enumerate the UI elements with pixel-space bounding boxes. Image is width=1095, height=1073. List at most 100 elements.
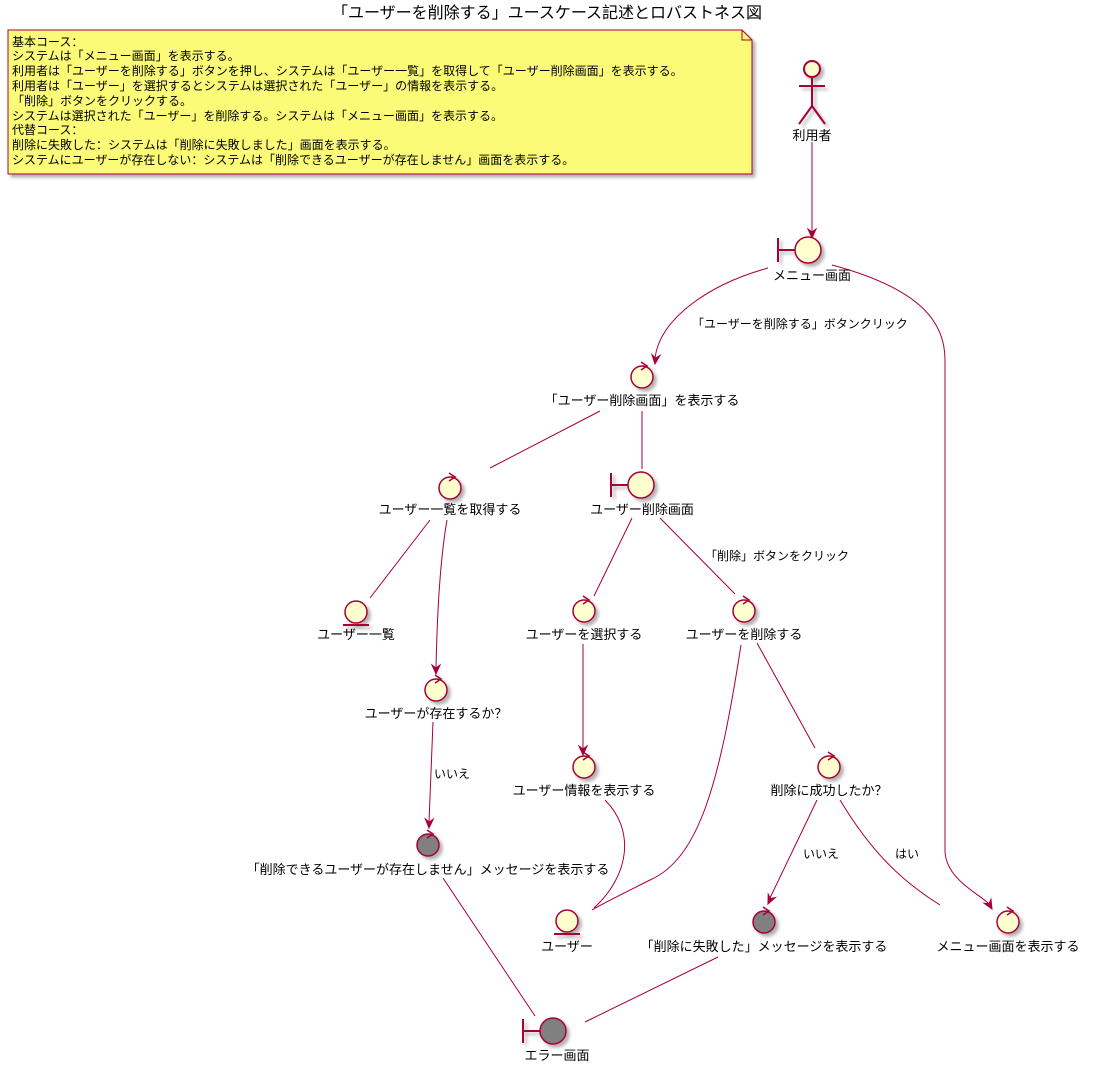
note-line: システムは「メニュー画面」を表示する。 (12, 49, 240, 63)
arrowhead-menu-screen-to-show-delete-screen (650, 352, 662, 366)
note-line: 利用者は「ユーザーを削除する」ボタンを押し、システムは「ユーザー一覧」を取得して… (12, 63, 683, 78)
control-circle (572, 755, 596, 779)
control-circle (817, 755, 841, 779)
msg-delete-failed-label: 「削除に失敗した」メッセージを表示する (641, 940, 888, 955)
entity-circle (555, 909, 579, 933)
user-exists-control (424, 674, 448, 702)
delete-screen-label: ユーザー削除画面 (590, 503, 694, 518)
entity-circle (344, 600, 368, 624)
delete-screen-boundary (610, 471, 655, 499)
boundary-circle (539, 1017, 567, 1045)
control-arrow-icon (742, 595, 751, 605)
control-arrow-icon (827, 751, 836, 761)
nodes: 利用者メニュー画面「ユーザー削除画面」を表示するユーザー一覧を取得するユーザー削… (247, 60, 1080, 1064)
note-line: 基本コース： (12, 35, 83, 49)
edges (369, 142, 993, 1023)
select-user-label: ユーザーを選択する (526, 628, 643, 643)
use-case-note: 基本コース： システムは「メニュー画面」を表示する。 利用者は「ユーザーを削除す… (7, 29, 753, 175)
edge-menu-screen-to-show-menu (831, 264, 991, 906)
boundary-circle (627, 471, 655, 499)
edge-get-user-list-to-user-exists (435, 519, 448, 669)
note-line: 代替コース： (12, 123, 83, 137)
boundary-circle (794, 236, 822, 264)
actor-user-actor (798, 60, 826, 125)
control-arrow-icon (640, 361, 649, 371)
control-circle (438, 476, 462, 500)
control-circle (752, 910, 776, 934)
get-user-list-label: ユーザー一覧を取得する (379, 502, 522, 518)
edge-delete-screen-to-select-user (593, 517, 633, 597)
actor-user-label: 利用者 (792, 129, 831, 144)
menu-screen-boundary (777, 236, 822, 264)
edge-delete-user-to-delete-succeeded (756, 642, 816, 749)
edge-label-user-exists-to-msg-no-user: いいえ (434, 767, 470, 781)
arrowhead-menu-screen-to-show-menu (982, 897, 993, 911)
user-list-label: ユーザー一覧 (317, 627, 395, 643)
note-folded-corner (741, 30, 752, 41)
get-user-list-control (438, 472, 462, 500)
arrowhead-user-exists-to-msg-no-user (424, 817, 435, 830)
show-delete-screen-control (630, 361, 654, 389)
control-arrow-icon (762, 906, 771, 916)
edge-label-menu-screen-to-show-delete-screen: 「ユーザーを削除する」ボタンクリック (692, 316, 908, 331)
error-screen-label: エラー画面 (524, 1049, 589, 1064)
actor-body (798, 77, 826, 125)
delete-succeeded-control (817, 751, 841, 779)
user-list-entity (343, 600, 369, 626)
msg-no-user-label: 「削除できるユーザーが存在しません」メッセージを表示する (247, 863, 610, 878)
note-line: システムは選択された「ユーザー」を削除する。システムは「メニュー画面」を表示する… (12, 108, 503, 123)
user-entity-label: ユーザー (541, 940, 593, 955)
edge-get-user-list-to-user-list (369, 519, 431, 599)
edge-show-user-info-to-user-entity (593, 799, 626, 909)
delete-user-control (732, 595, 756, 623)
menu-screen-label: メニュー画面 (773, 269, 851, 284)
control-circle (630, 365, 654, 389)
arrowhead-get-user-list-to-user-exists (430, 663, 442, 676)
edge-msg-delete-failed-to-error-screen (584, 956, 719, 1023)
edge-delete-succeeded-to-msg-delete-failed (769, 799, 818, 899)
control-arrow-icon (582, 751, 591, 761)
error-screen-boundary (522, 1017, 567, 1045)
msg-no-user-control (416, 829, 440, 857)
arrowhead-delete-succeeded-to-msg-delete-failed (767, 892, 778, 906)
edge-label-delete-succeeded-to-msg-delete-failed: いいえ (803, 847, 839, 861)
delete-user-label: ユーザーを削除する (686, 628, 803, 643)
control-arrow-icon (434, 674, 443, 684)
note-line: 削除に失敗した：システムは「削除に失敗しました」画面を表示する。 (12, 137, 396, 152)
edge-show-delete-screen-to-get-user-list (489, 410, 601, 469)
edge-delete-succeeded-to-show-menu (839, 799, 941, 906)
delete-succeeded-label: 削除に成功したか？ (770, 784, 887, 799)
edge-labels: 「ユーザーを削除する」ボタンクリック「削除」ボタンをクリックいいえいいえはい (434, 316, 919, 861)
note-line: 「削除」ボタンをクリックする。 (12, 93, 192, 108)
show-delete-screen-label: 「ユーザー削除画面」を表示する (545, 394, 740, 409)
control-arrow-icon (1006, 906, 1015, 916)
user-exists-label: ユーザーが存在するか？ (365, 707, 508, 722)
edge-menu-screen-to-show-delete-screen (654, 267, 769, 359)
show-user-info-label: ユーザー情報を表示する (513, 784, 656, 799)
control-arrow-icon (426, 829, 435, 839)
user-entity-entity (554, 909, 580, 935)
control-circle (572, 599, 596, 623)
boundary-bar (522, 1019, 540, 1043)
show-menu-label: メニュー画面を表示する (936, 940, 1079, 955)
edge-label-delete-succeeded-to-show-menu: はい (895, 847, 919, 861)
diagram-title: 「ユーザーを削除する」ユースケース記述とロバストネス図 (332, 3, 762, 22)
msg-delete-failed-control (752, 906, 776, 934)
control-circle (424, 678, 448, 702)
control-arrow-icon (582, 595, 591, 605)
note-box (7, 29, 753, 175)
note-line: システムにユーザーが存在しない：システムは「削除できるユーザーが存在しません」画… (12, 152, 574, 167)
edge-delete-screen-to-delete-user (659, 517, 736, 595)
show-menu-control (996, 906, 1020, 934)
note-line: 利用者は「ユーザー」を選択するとシステムは選択された「ユーザー」の情報を表示する… (12, 79, 503, 93)
edge-msg-no-user-to-error-screen (442, 877, 536, 1017)
arrowhead-select-user-to-show-user-info (577, 744, 589, 757)
control-circle (996, 910, 1020, 934)
boundary-bar (777, 238, 795, 262)
edge-user-exists-to-msg-no-user (428, 721, 434, 823)
show-user-info-control (572, 751, 596, 779)
edge-label-delete-screen-to-delete-user: 「削除」ボタンをクリック (705, 548, 849, 563)
control-circle (732, 599, 756, 623)
select-user-control (572, 595, 596, 623)
